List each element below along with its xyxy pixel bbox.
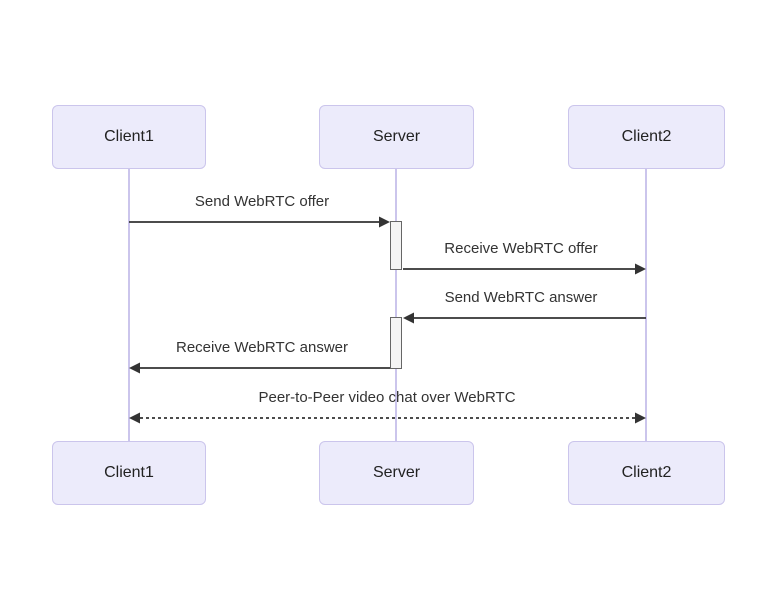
actor-top-client1: Client1 — [52, 105, 206, 169]
message-label-receive-offer: Receive WebRTC offer — [444, 240, 598, 257]
actor-label: Server — [372, 464, 421, 481]
arrowhead-right-icon — [379, 216, 390, 228]
message-label-send-answer: Send WebRTC answer — [444, 289, 598, 306]
actor-label: Client2 — [621, 128, 672, 145]
arrowhead-left-icon — [129, 412, 140, 424]
message-arrow-send-answer — [403, 312, 646, 324]
actor-bottom-client2: Client2 — [568, 441, 725, 505]
actor-bottom-server: Server — [319, 441, 474, 505]
message-arrow-p2p — [129, 412, 646, 424]
message-label-p2p: Peer-to-Peer video chat over WebRTC — [258, 389, 516, 406]
arrowhead-left-icon — [129, 362, 140, 374]
actor-label: Server — [372, 128, 421, 145]
message-label-send-offer: Send WebRTC offer — [194, 193, 330, 210]
message-arrow-receive-offer — [403, 263, 646, 275]
lifeline-client2 — [645, 169, 647, 441]
actor-label: Client1 — [104, 128, 154, 145]
actor-label: Client1 — [104, 464, 154, 481]
activation-bar-answer — [390, 317, 402, 369]
actor-top-server: Server — [319, 105, 474, 169]
arrowhead-left-icon — [403, 312, 414, 324]
message-label-receive-answer: Receive WebRTC answer — [175, 339, 349, 356]
lifeline-server — [395, 169, 397, 441]
activation-bar-offer — [390, 221, 402, 270]
actor-bottom-client1: Client1 — [52, 441, 206, 505]
message-arrow-receive-answer — [129, 362, 390, 374]
lifeline-client1 — [128, 169, 130, 441]
actor-top-client2: Client2 — [568, 105, 725, 169]
actor-label: Client2 — [621, 464, 672, 481]
message-arrow-send-offer — [129, 216, 390, 228]
